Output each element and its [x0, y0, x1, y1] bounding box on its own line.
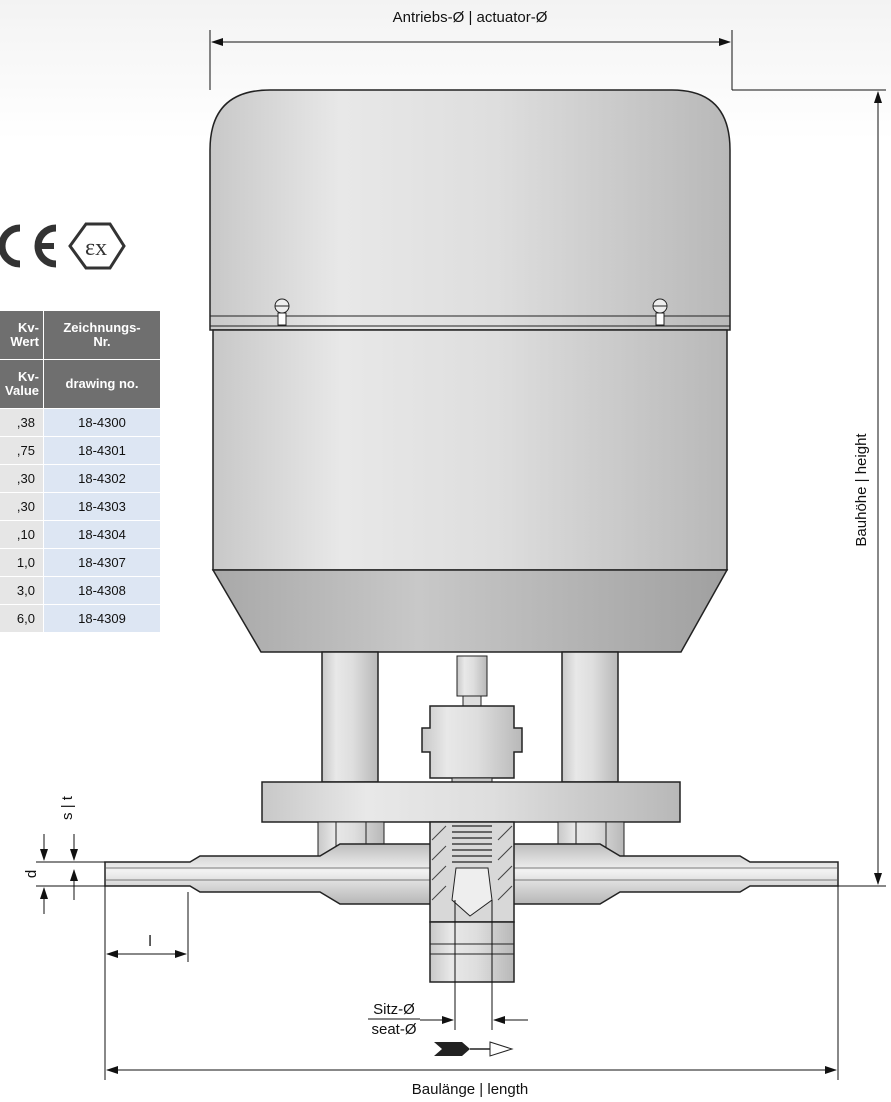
- svg-text:εx: εx: [85, 235, 107, 261]
- kv-value: 3,0: [0, 576, 44, 605]
- drawing-number: 18-4309: [43, 604, 161, 633]
- flange-plate: [261, 781, 681, 823]
- kv-value: ,75: [0, 436, 44, 465]
- drawing-number: 18-4308: [43, 576, 161, 605]
- column-right: [561, 651, 619, 783]
- header-drawing-de: Zeichnungs-Nr.: [43, 310, 161, 360]
- drawing-number: 18-4302: [43, 464, 161, 493]
- dim-l: l: [106, 892, 189, 962]
- drawing-number: 18-4307: [43, 548, 161, 577]
- kv-value: 6,0: [0, 604, 44, 633]
- actuator-cone: [211, 569, 729, 653]
- coupling: [421, 705, 523, 779]
- screw-left: [274, 298, 290, 326]
- drawing-number: 18-4301: [43, 436, 161, 465]
- height-label: Bauhöhe | height: [853, 433, 870, 547]
- dim-height: Bauhöhe | height: [732, 89, 886, 887]
- screw-right: [652, 298, 668, 326]
- kv-value: ,30: [0, 464, 44, 493]
- valve-body: [429, 821, 515, 983]
- dim-seat: Sitz-Ø seat-Ø: [368, 900, 528, 1038]
- flow-direction-icon: [434, 1041, 514, 1057]
- d-label: d: [23, 870, 40, 878]
- ce-mark: [0, 224, 57, 268]
- drawing-number: 18-4303: [43, 492, 161, 521]
- seat-label-en: seat-Ø: [371, 1021, 416, 1038]
- certification-marks: εx: [0, 222, 126, 270]
- ex-mark: εx: [68, 222, 126, 270]
- drawing-number: 18-4300: [43, 408, 161, 437]
- length-label: Baulänge | length: [412, 1081, 529, 1098]
- kv-value: ,10: [0, 520, 44, 549]
- dim-length: Baulänge | length: [104, 886, 839, 1098]
- l-label: l: [148, 933, 151, 950]
- dim-actuator: Antriebs-Ø | actuator-Ø: [209, 9, 733, 90]
- actuator-diameter-label: Antriebs-Ø | actuator-Ø: [393, 9, 548, 26]
- st-label: s | t: [59, 795, 76, 820]
- seat-label-de: Sitz-Ø: [373, 1001, 415, 1018]
- header-kv-de: Kv-Wert: [0, 310, 44, 360]
- dim-st: s | t: [59, 795, 78, 900]
- column-left: [321, 651, 379, 783]
- kv-table: Kv-Wert Zeichnungs-Nr. Kv-Value drawing …: [0, 310, 161, 633]
- dim-d: d: [23, 834, 105, 914]
- actuator-body: [212, 329, 728, 571]
- actuator-housing: [209, 89, 731, 331]
